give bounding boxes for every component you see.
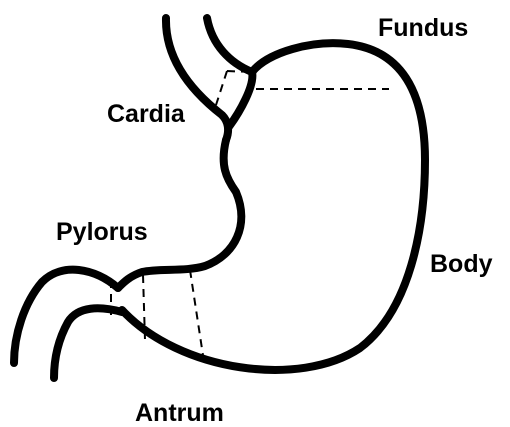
cardia-divider-left: [216, 71, 227, 105]
fundus-label: Fundus: [378, 16, 468, 41]
cardia-divider-upper: [227, 71, 252, 72]
antrum-label: Antrum: [135, 401, 224, 426]
cardia-label: Cardia: [107, 102, 185, 127]
lesser-curvature: [118, 140, 241, 288]
duodenum-upper-wall: [14, 270, 118, 363]
antrum-body-divider: [190, 270, 204, 362]
pylorus-label: Pylorus: [56, 220, 148, 245]
body-label: Body: [430, 252, 493, 277]
greater-curvature: [122, 43, 425, 370]
duodenum-lower-wall: [54, 308, 122, 378]
esophagus-right-wall: [207, 18, 252, 72]
